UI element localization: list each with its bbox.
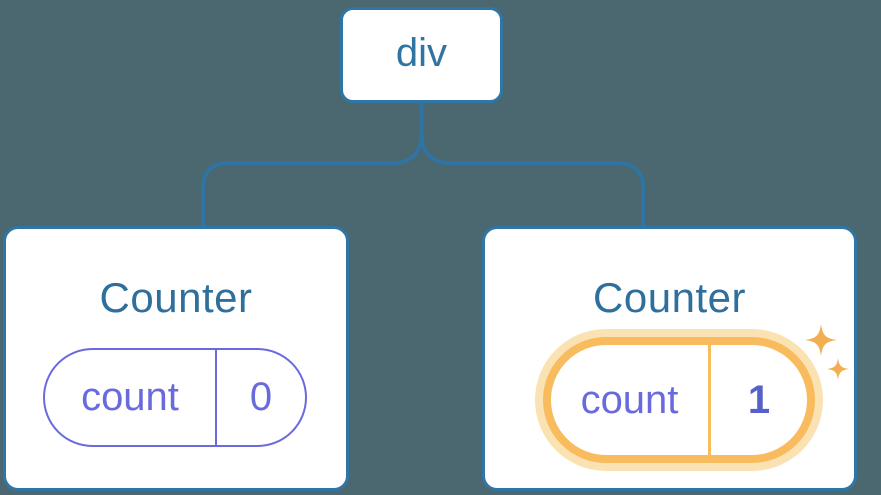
sparkle-large [805, 324, 837, 356]
connector-branch-right [419, 132, 645, 226]
counter-card-left: Counter count 0 [3, 226, 349, 491]
state-pill: count 0 [43, 348, 307, 447]
state-key-label: count [81, 375, 179, 419]
pill-divider [708, 345, 711, 455]
root-node-div: div [340, 7, 503, 103]
connector-branch-left [201, 103, 424, 226]
pill-divider [215, 350, 217, 445]
counter-title: Counter [593, 274, 746, 321]
counter-title: Counter [99, 274, 253, 321]
sparkle-small [827, 358, 849, 380]
state-value: 1 [747, 377, 771, 422]
state-key-label: count [580, 377, 679, 422]
state-pill-highlighted: count 1 [543, 337, 815, 463]
root-node-label: div [395, 31, 448, 75]
counter-card-right: Counter count 1 [482, 226, 857, 491]
state-value: 0 [249, 375, 273, 419]
